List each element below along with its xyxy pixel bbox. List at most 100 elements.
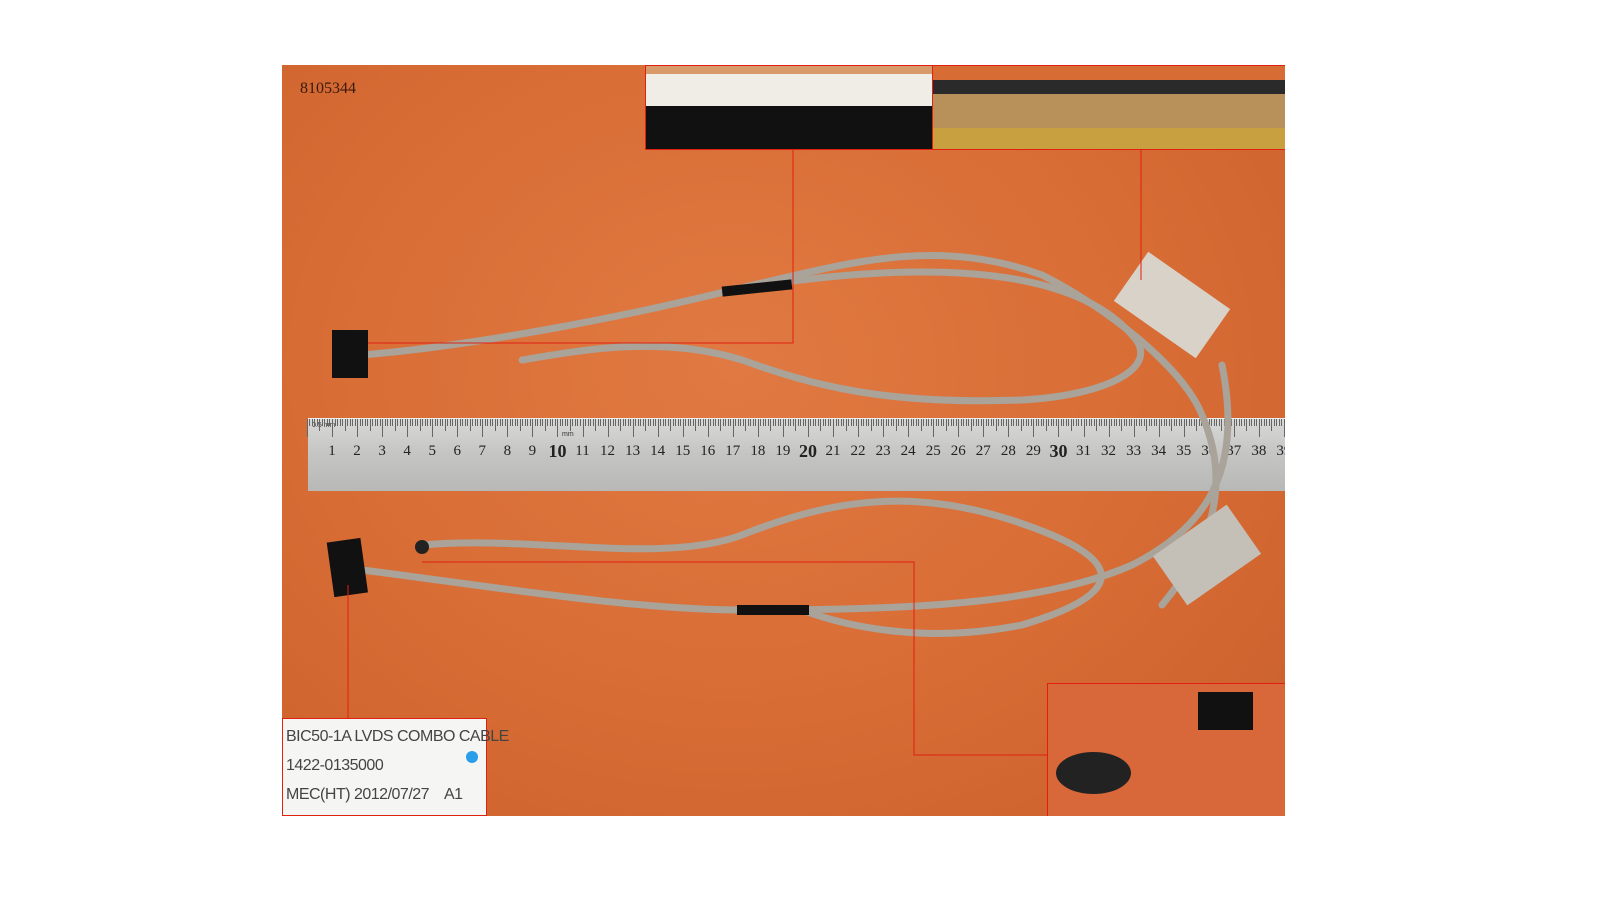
ruler-tick xyxy=(650,419,652,426)
ruler-tick xyxy=(920,419,922,431)
ruler-tick xyxy=(422,419,424,426)
ruler-tick xyxy=(805,419,807,426)
ruler-tick xyxy=(1025,419,1027,426)
ruler-tick xyxy=(1070,419,1072,431)
ruler-number: 23 xyxy=(875,443,891,459)
ruler-tick xyxy=(727,419,729,426)
ruler-tick xyxy=(1178,419,1180,426)
ruler-tick xyxy=(427,419,429,426)
ruler-tick xyxy=(642,419,644,426)
ruler-tick xyxy=(1166,419,1168,426)
ruler-tick xyxy=(1183,419,1185,437)
ruler-tick xyxy=(963,419,965,426)
ruler-tick xyxy=(817,419,819,426)
ruler-tick xyxy=(595,419,597,431)
ruler-tick xyxy=(419,419,421,431)
ruler-tick xyxy=(1196,419,1198,431)
ruler-tick xyxy=(442,419,444,426)
ruler-number: 25 xyxy=(925,443,941,459)
ruler-tick xyxy=(770,419,772,431)
ruler-tick xyxy=(950,419,952,426)
ruler-tick xyxy=(1123,419,1125,426)
ruler-number: 11 xyxy=(575,443,590,459)
ruler-tick xyxy=(467,419,469,426)
ruler-tick xyxy=(930,419,932,426)
ruler-tick xyxy=(544,419,546,431)
ruler-tick xyxy=(437,419,439,426)
ruler-number: 37 xyxy=(1226,443,1242,459)
ruler-tick xyxy=(1138,419,1140,426)
ruler-tick xyxy=(524,419,526,426)
ruler-tick xyxy=(913,419,915,426)
ruler-number: 10 xyxy=(548,441,567,461)
ruler-tick xyxy=(965,419,967,426)
ruler-tick xyxy=(1116,419,1118,426)
ruler-tick xyxy=(1075,419,1077,426)
ruler-tick xyxy=(1073,419,1075,426)
ruler-tick xyxy=(732,419,734,437)
ruler-tick xyxy=(387,419,389,426)
ruler-tick xyxy=(850,419,852,426)
ruler-tick xyxy=(747,419,749,426)
ruler-tick xyxy=(655,419,657,426)
ruler-tick xyxy=(407,419,409,437)
ruler-tick xyxy=(905,419,907,426)
ruler-number: 17 xyxy=(725,443,741,459)
label-title: BIC50-1A LVDS COMBO CABLE xyxy=(286,728,509,745)
ruler-tick xyxy=(1106,419,1108,426)
label-part-number: 1422-0135000 xyxy=(286,757,384,774)
ruler-tick xyxy=(409,419,411,426)
ruler-tick xyxy=(504,419,506,426)
ruler-tick xyxy=(354,419,356,426)
ruler-tick xyxy=(873,419,875,426)
ruler-tick xyxy=(1010,419,1012,426)
ruler-tick xyxy=(424,419,426,426)
ruler-tick xyxy=(364,419,366,426)
label-revision: A1 xyxy=(444,786,463,803)
ruler-unit-text: 0.5 mm xyxy=(312,422,335,429)
ruler-tick xyxy=(434,419,436,426)
ruler-tick xyxy=(319,419,321,431)
ruler-tick xyxy=(1191,419,1193,426)
ruler-tick xyxy=(1268,419,1270,426)
ruler-tick xyxy=(449,419,451,426)
ruler-tick xyxy=(369,419,371,431)
ruler-tick xyxy=(1181,419,1183,426)
ruler-tick xyxy=(915,419,917,426)
ruler-tick xyxy=(745,419,747,431)
ruler-tick xyxy=(900,419,902,426)
mini-connector xyxy=(1198,692,1253,730)
ruler-tick xyxy=(610,419,612,426)
ruler-tick xyxy=(444,419,446,431)
ruler-tick xyxy=(675,419,677,426)
ruler-tick xyxy=(512,419,514,426)
ruler-number: 13 xyxy=(625,443,641,459)
ruler-number: 4 xyxy=(403,443,411,459)
ruler-tick xyxy=(605,419,607,426)
ruler-number: 1 xyxy=(328,443,336,459)
ruler-tick xyxy=(1020,419,1022,431)
ruler-tick xyxy=(439,419,441,426)
inset-connector-pins xyxy=(645,65,934,150)
ruler-tick xyxy=(725,419,727,426)
ruler-tick xyxy=(860,419,862,426)
ruler-tick xyxy=(1218,419,1220,426)
ruler-tick xyxy=(625,419,627,426)
cable-bottom-branch xyxy=(418,497,1105,637)
ruler-tick xyxy=(417,419,419,426)
ruler-tick xyxy=(938,419,940,426)
ruler-tick xyxy=(960,419,962,426)
ruler-tick xyxy=(1108,419,1110,437)
ruler-tick xyxy=(660,419,662,426)
ruler-tick xyxy=(397,419,399,426)
ruler-tick xyxy=(838,419,839,426)
ruler-tick xyxy=(830,419,832,426)
ruler-tick xyxy=(935,419,937,426)
ruler-tick xyxy=(359,419,361,426)
ruler-tick xyxy=(457,419,459,437)
ruler-tick xyxy=(988,419,990,426)
ruler-tick xyxy=(700,419,702,426)
ruler-tick xyxy=(1251,419,1253,426)
ruler-number: 2 xyxy=(353,443,361,459)
ruler-tick xyxy=(948,419,950,426)
